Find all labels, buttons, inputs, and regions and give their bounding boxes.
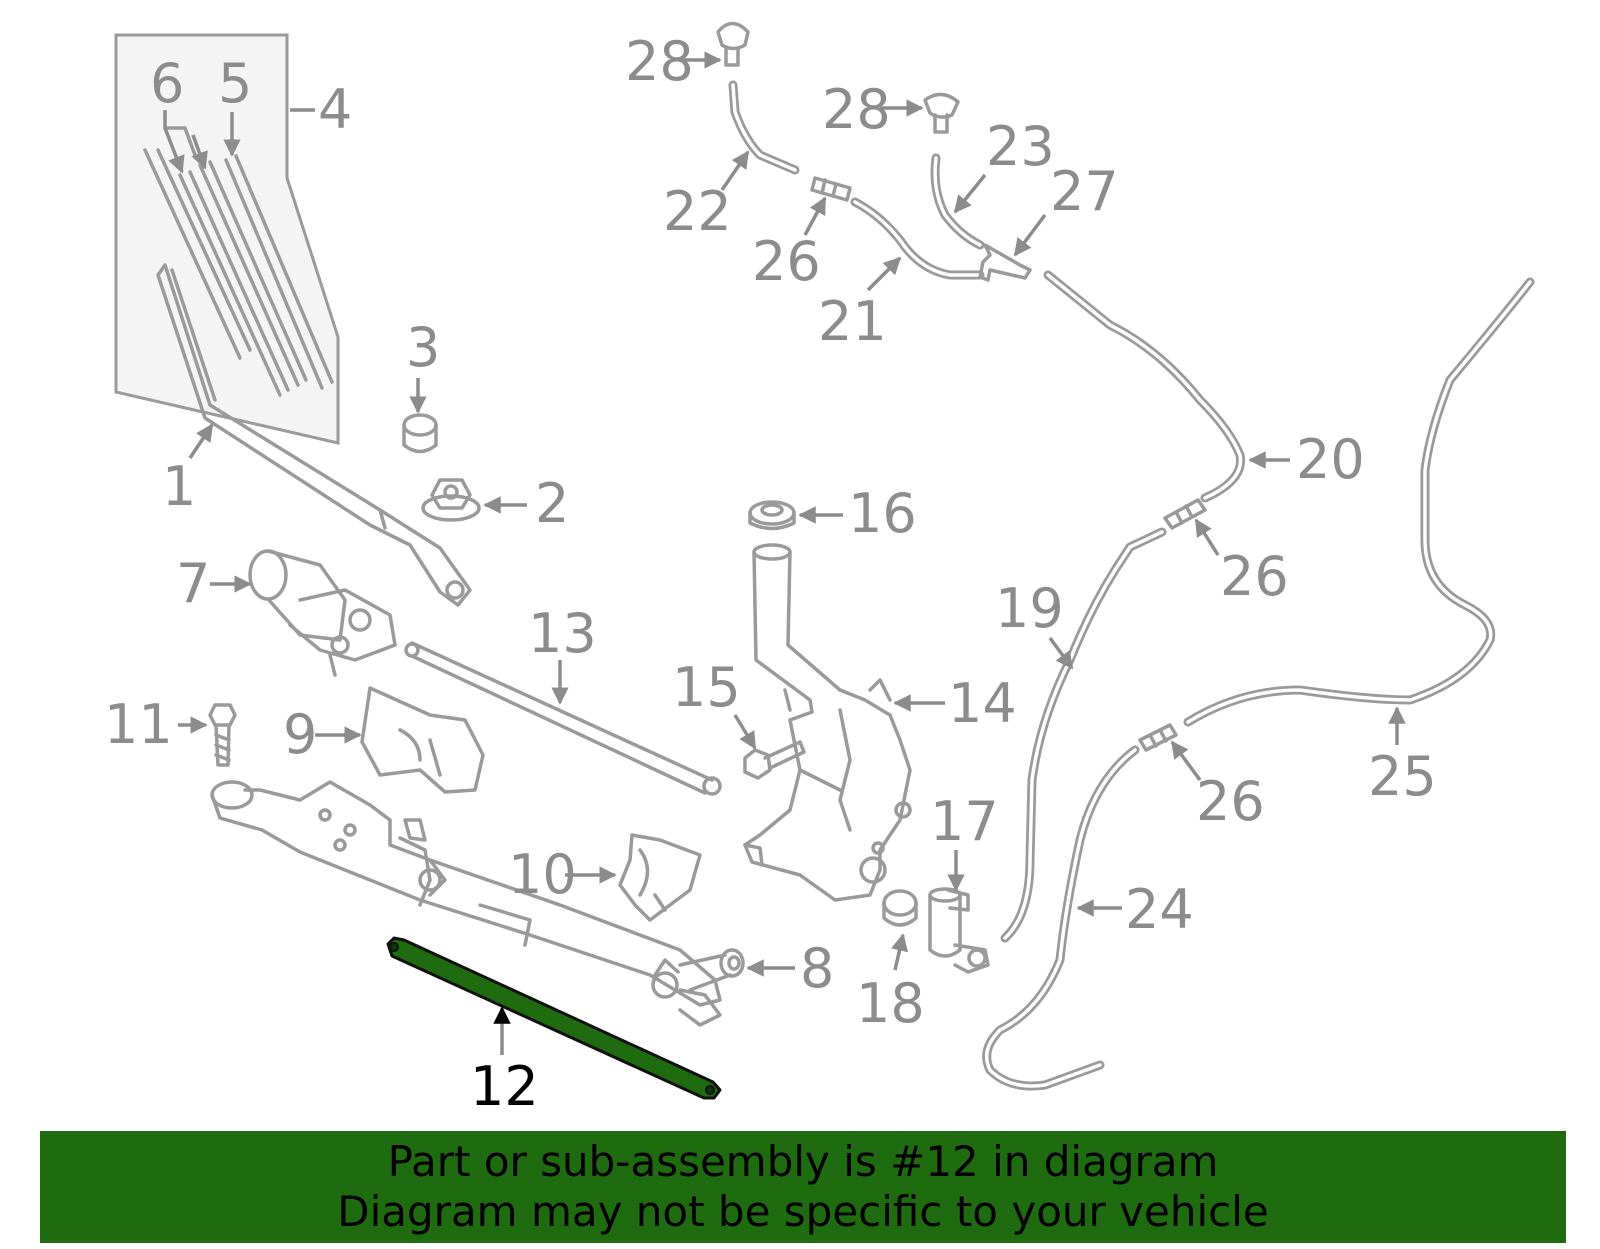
banner-line-2: Diagram may not be specific to your vehi…	[337, 1187, 1269, 1236]
parts-diagram: 1 2 3 4 5 6 7 8 9 10 11 12 13 14 15 16 1…	[104, 21, 1535, 1118]
pivot-cover	[618, 833, 702, 922]
washer-nozzle-right	[923, 92, 960, 134]
callout-10: 10	[508, 843, 577, 906]
pump-grommet	[882, 889, 918, 927]
filler-cap	[748, 500, 796, 531]
callout-26-upper: 26	[752, 230, 821, 293]
callout-15: 15	[672, 656, 741, 719]
bushing	[678, 948, 745, 992]
washer-reservoir	[743, 543, 912, 902]
callout-26-lower: 26	[1196, 770, 1265, 833]
callout-24: 24	[1125, 878, 1194, 941]
y-connector	[978, 243, 1032, 282]
callout-8: 8	[800, 937, 834, 1000]
hose-connector-lower	[1138, 723, 1178, 752]
callout-12: 12	[470, 1055, 539, 1118]
washer-pump	[928, 887, 990, 974]
callout-18: 18	[856, 972, 925, 1035]
hose-connector-upper	[810, 176, 852, 202]
link-rod	[404, 641, 722, 796]
hose-23	[930, 153, 985, 250]
grommet-cap	[402, 413, 438, 454]
motor-bracket	[360, 686, 485, 794]
banner-line-1: Part or sub-assembly is #12 in diagram	[387, 1137, 1219, 1186]
washer-nozzle-left	[716, 21, 750, 67]
callout-21: 21	[818, 290, 887, 353]
callout-16: 16	[848, 482, 917, 545]
hose-22	[728, 80, 800, 175]
callout-6: 6	[150, 52, 184, 115]
callout-17: 17	[930, 790, 999, 853]
callout-25: 25	[1368, 745, 1437, 808]
info-banner: Part or sub-assembly is #12 in diagram D…	[40, 1131, 1566, 1243]
leader-arrows	[163, 51, 1406, 1055]
callout-11: 11	[104, 693, 173, 756]
callout-4: 4	[318, 78, 352, 141]
callout-28-left: 28	[625, 30, 694, 93]
callout-19: 19	[995, 577, 1064, 640]
callout-27: 27	[1050, 160, 1119, 223]
callout-2: 2	[535, 472, 569, 535]
callout-26-mid: 26	[1220, 545, 1289, 608]
callout-14: 14	[948, 672, 1017, 735]
callout-3: 3	[406, 316, 440, 379]
highlighted-part-12	[386, 936, 722, 1100]
wiper-blade-panel	[114, 33, 340, 445]
hose-connector-mid	[1163, 498, 1207, 530]
hose-20	[1043, 270, 1246, 503]
callout-13: 13	[528, 602, 597, 665]
callout-23: 23	[986, 115, 1055, 178]
callout-7: 7	[176, 552, 210, 615]
nut	[421, 478, 481, 522]
tank-bolt	[743, 740, 806, 780]
callout-9: 9	[283, 703, 317, 766]
callout-28-right: 28	[822, 78, 891, 141]
hose-24	[982, 745, 1140, 1091]
callout-20: 20	[1296, 428, 1365, 491]
hose-19	[1000, 527, 1167, 943]
bolt	[208, 703, 237, 767]
hose-25	[1183, 277, 1535, 727]
wiper-motor	[248, 549, 397, 677]
callout-1: 1	[162, 455, 196, 518]
hose-21	[850, 197, 985, 280]
callout-5: 5	[218, 52, 252, 115]
wiper-arm	[156, 263, 472, 607]
callout-22: 22	[663, 180, 732, 243]
callout-labels: 1 2 3 4 5 6 7 8 9 10 11 12 13 14 15 16 1…	[104, 30, 1437, 1118]
